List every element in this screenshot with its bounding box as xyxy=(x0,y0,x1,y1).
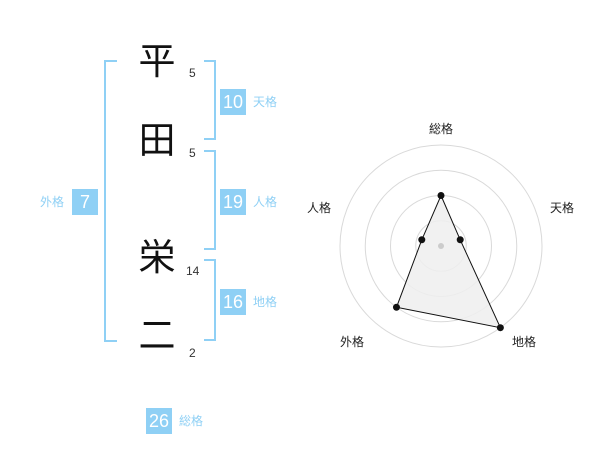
name-char-1: 平 xyxy=(138,40,176,83)
stroke-count-2: 5 xyxy=(189,146,196,160)
tenkaku-label: 天格 xyxy=(253,95,278,109)
jinkaku-value: 19 xyxy=(220,189,246,215)
stroke-count-1: 5 xyxy=(189,66,196,80)
name-char-4: 二 xyxy=(138,314,176,357)
radar-point-2 xyxy=(496,324,504,332)
radar-ring xyxy=(339,144,543,348)
radar-grid xyxy=(339,144,543,348)
gaikaku-label: 外格 xyxy=(40,195,65,209)
radar-axis-label-gaikaku: 外格 xyxy=(340,334,364,349)
stroke-count-4: 2 xyxy=(189,346,196,360)
tenkaku-value: 10 xyxy=(220,89,246,115)
chikaku-value: 16 xyxy=(220,289,246,315)
chikaku-bracket xyxy=(204,259,216,341)
tenkaku-bracket xyxy=(204,60,216,140)
jinkaku-bracket xyxy=(204,150,216,250)
radar-ring xyxy=(364,169,518,323)
radar-axis-label-soukaku: 総格 xyxy=(429,121,453,136)
gaikaku-value: 7 xyxy=(72,189,98,215)
stroke-count-3: 14 xyxy=(186,264,200,278)
name-char-3: 栄 xyxy=(138,236,176,279)
radar-points xyxy=(392,192,504,332)
radar-series-area xyxy=(395,194,502,329)
jinkaku-label: 人格 xyxy=(253,195,278,209)
chikaku-label: 地格 xyxy=(253,295,278,309)
soukaku-label: 総格 xyxy=(179,414,204,428)
gaikaku-bracket xyxy=(104,60,117,342)
radar-axis-label-jinkaku: 人格 xyxy=(307,200,331,215)
soukaku-value: 26 xyxy=(146,408,172,434)
name-char-2: 田 xyxy=(138,119,176,162)
radar-point-3 xyxy=(392,303,400,311)
radar-point-1 xyxy=(456,236,464,244)
radar-point-0 xyxy=(437,192,445,199)
radar-point-4 xyxy=(418,236,426,244)
radar-center-dot xyxy=(438,243,444,249)
radar-axis-label-tenkaku: 天格 xyxy=(550,200,574,215)
radar-axis-label-chikaku: 地格 xyxy=(512,334,536,349)
